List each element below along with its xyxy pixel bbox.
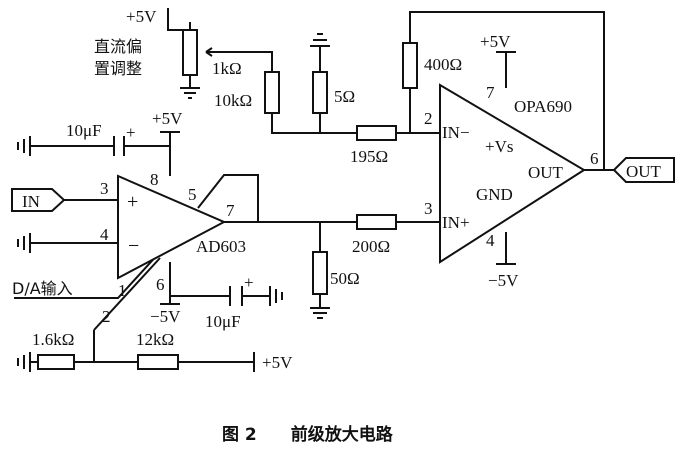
resistor-50: [312, 251, 328, 295]
resistor-400: [402, 42, 418, 89]
ad603-pin5: 5: [188, 185, 197, 204]
da-input-label: D/A输入: [12, 279, 73, 298]
ad603-pin8: 8: [150, 170, 159, 189]
ad603-pin6: 6: [156, 275, 165, 294]
r1k6-label: 1.6kΩ: [32, 330, 74, 349]
opa-pin7: 7: [486, 83, 495, 102]
bias-label-line1: 直流偏: [94, 37, 142, 56]
opa-out: OUT: [528, 163, 564, 182]
resistor-195: [356, 125, 397, 141]
opa-pin4: 4: [486, 231, 495, 250]
resistor-200: [356, 214, 397, 230]
ad603-name: AD603: [196, 237, 246, 256]
supply-top-label: +5V: [126, 7, 157, 26]
r400-label: 400Ω: [424, 55, 462, 74]
resistor-12k: [137, 354, 179, 370]
ad603-neg-supply: −5V: [150, 307, 181, 326]
ad603-pin3: 3: [100, 179, 109, 198]
opa-in-minus: IN−: [442, 123, 470, 142]
r195-label: 195Ω: [350, 147, 388, 166]
resistor-5: [312, 71, 328, 114]
bottom-pos-supply: +5V: [262, 353, 293, 372]
figure-caption: 图 2 前级放大电路: [222, 424, 394, 445]
bias-label-line2: 置调整: [94, 59, 142, 78]
ad603-minus-sign: −: [128, 235, 139, 257]
ground-symbols: [17, 33, 330, 372]
opa-in-plus: IN+: [442, 213, 470, 232]
r50-label: 50Ω: [330, 269, 360, 288]
capacitors: [113, 136, 243, 306]
supply-bars: [160, 8, 516, 372]
pot-label: 1kΩ: [212, 59, 242, 78]
opa-pin6: 6: [590, 149, 599, 168]
opa-pin3: 3: [424, 199, 433, 218]
out-port-label: OUT: [626, 162, 662, 181]
pot-resistor: [182, 29, 198, 76]
resistor-1k6: [37, 354, 75, 370]
cap-bottom-label: 10μF: [205, 312, 241, 331]
capacitor-bottom: [229, 286, 243, 306]
opa-name: OPA690: [514, 97, 572, 116]
capacitor-top: [113, 136, 125, 156]
resistors: [37, 29, 418, 370]
ad603-plus-sign: +: [127, 191, 138, 213]
ad603-pin1: 1: [118, 281, 127, 300]
cap-bottom-plus: +: [244, 273, 254, 292]
out-port: [612, 157, 675, 183]
ad603-pin7: 7: [226, 201, 235, 220]
ad603-triangle: [117, 174, 227, 280]
opa690-triangle: [439, 83, 586, 264]
ad603-pin4: 4: [100, 225, 109, 244]
opa-vs: +Vs: [485, 137, 513, 156]
opa-gnd: GND: [476, 185, 513, 204]
in-port-label: IN: [22, 192, 40, 211]
cap-top-label: 10μF: [66, 121, 102, 140]
ad603-pin2: 2: [102, 307, 111, 326]
r200-label: 200Ω: [352, 237, 390, 256]
labels: +5V 直流偏 置调整 1kΩ 10kΩ 5Ω 400Ω 195Ω 200Ω 5…: [12, 7, 662, 445]
in-port: [11, 188, 66, 212]
wires: [14, 11, 614, 363]
r5-label: 5Ω: [334, 87, 355, 106]
cap-top-plus: +: [126, 123, 136, 142]
ad603-pos-supply: +5V: [152, 109, 183, 128]
opa-pin2: 2: [424, 109, 433, 128]
resistor-10k: [264, 71, 280, 114]
opa-neg-supply: −5V: [488, 271, 519, 290]
opa-pos-supply: +5V: [480, 32, 511, 51]
r12k-label: 12kΩ: [136, 330, 174, 349]
r10k-label: 10kΩ: [214, 91, 252, 110]
